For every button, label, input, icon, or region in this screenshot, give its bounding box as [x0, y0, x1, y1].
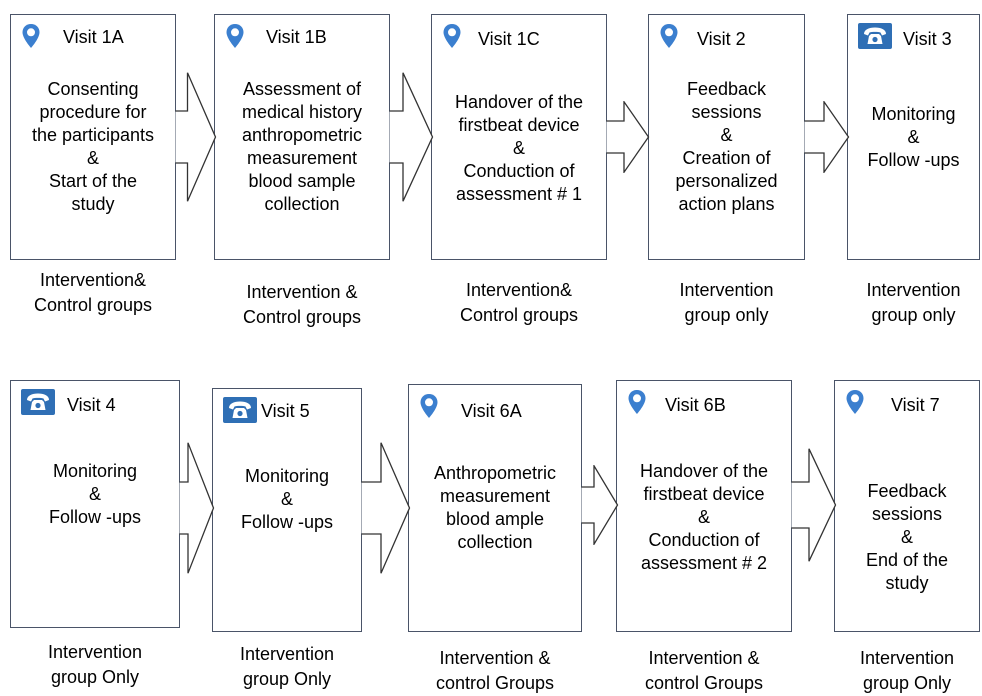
phone-icon: [21, 389, 55, 415]
location-pin-icon: [420, 394, 438, 418]
location-pin-icon: [628, 390, 646, 414]
visit-box-4: Visit 4 Monitoring&Follow -ups: [10, 380, 180, 628]
group-label: Intervention&Control groups: [459, 280, 579, 325]
flow-arrow: [175, 72, 217, 202]
visit-label: Visit 1A: [63, 27, 124, 47]
visit-label: Visit 1C: [478, 29, 540, 49]
visit-label: Visit 1B: [266, 27, 327, 47]
group-label: Intervention &control Groups: [644, 648, 764, 693]
flow-arrow: [606, 101, 650, 173]
visit-label: Visit 5: [261, 401, 310, 421]
location-pin-icon: [846, 390, 864, 414]
visit-description: Monitoring&Follow -ups: [240, 466, 334, 532]
location-pin-icon: [443, 24, 461, 48]
visit-description: Monitoring&Follow -ups: [867, 104, 960, 170]
visit-box-3: Visit 3 Monitoring&Follow -ups: [847, 14, 980, 260]
group-label: Intervention &control Groups: [435, 648, 555, 693]
phone-icon: [223, 397, 257, 423]
group-label: Intervention&Control groups: [33, 270, 153, 315]
visit-label: Visit 6A: [461, 401, 522, 421]
flow-arrow: [361, 442, 411, 574]
group-label: Intervention &Control groups: [242, 282, 362, 327]
location-pin-icon: [226, 24, 244, 48]
phone-icon: [858, 23, 892, 49]
visit-label: Visit 6B: [665, 395, 726, 415]
flow-arrow: [804, 101, 850, 173]
visit-label: Visit 3: [903, 29, 952, 49]
visit-box-5: Visit 5 Monitoring&Follow -ups: [212, 388, 362, 632]
flow-arrow: [791, 448, 837, 562]
flow-arrow: [389, 72, 434, 202]
location-pin-icon: [22, 24, 40, 48]
visit-label: Visit 7: [891, 395, 940, 415]
visit-description: Monitoring&Follow -ups: [48, 461, 142, 527]
visit-label: Visit 4: [67, 395, 116, 415]
flow-arrow: [581, 465, 619, 545]
location-pin-icon: [660, 24, 678, 48]
flow-arrow: [179, 442, 215, 574]
visit-label: Visit 2: [697, 29, 746, 49]
